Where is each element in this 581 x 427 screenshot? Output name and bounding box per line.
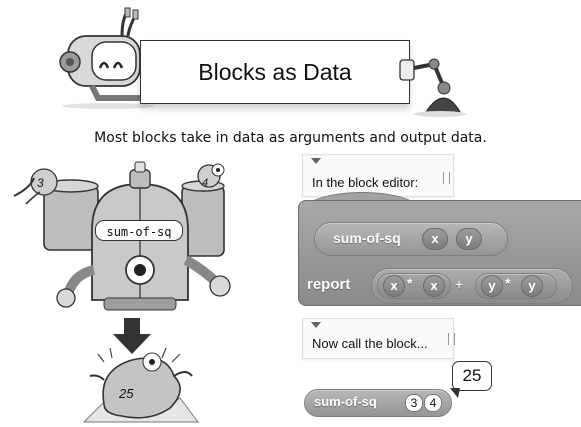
- param-x[interactable]: x: [422, 228, 448, 250]
- down-arrow-icon: [113, 318, 151, 354]
- collapse-triangle-icon[interactable]: [311, 322, 321, 328]
- machine-input-a: 3: [37, 176, 44, 190]
- arg-input-2[interactable]: 4: [424, 394, 442, 412]
- resize-handle-icon[interactable]: [443, 172, 450, 184]
- call-block-comment[interactable]: Now call the block...: [302, 318, 455, 359]
- call-block-name: sum-of-sq: [314, 394, 377, 409]
- result-bubble-tail: [450, 388, 460, 398]
- var-y-left[interactable]: y: [481, 275, 503, 297]
- page-title: Blocks as Data: [198, 58, 352, 85]
- prototype-name: sum-of-sq: [333, 230, 401, 246]
- multiply-operator: *: [407, 275, 413, 291]
- block-editor-comment[interactable]: In the block editor:: [302, 154, 454, 197]
- comment-text: Now call the block...: [312, 336, 428, 351]
- blob-monster-icon: [82, 347, 199, 423]
- title-banner: Blocks as Data: [140, 40, 410, 104]
- comment-text: In the block editor:: [312, 175, 419, 190]
- arg-input-1[interactable]: 3: [405, 394, 423, 412]
- report-label: report: [307, 276, 351, 293]
- param-y[interactable]: y: [456, 228, 482, 250]
- resize-handle-icon[interactable]: [448, 333, 455, 345]
- var-x-right[interactable]: x: [423, 275, 445, 297]
- machine-label-plate: sum-of-sq: [95, 220, 183, 241]
- var-y-right[interactable]: y: [521, 275, 543, 297]
- machine-output: 25: [119, 386, 134, 401]
- var-x-left[interactable]: x: [383, 275, 405, 297]
- machine-input-b: 4: [202, 177, 209, 189]
- subtitle: Most blocks take in data as arguments an…: [94, 130, 487, 146]
- plus-operator: +: [455, 276, 464, 292]
- monster-machine-icon: [13, 161, 231, 311]
- multiply-operator-2: *: [505, 275, 511, 291]
- robot-head-icon: [59, 7, 154, 109]
- robot-arm-icon: [399, 58, 466, 117]
- collapse-triangle-icon[interactable]: [311, 158, 321, 164]
- result-bubble: 25: [452, 361, 492, 391]
- machine-label: sum-of-sq: [106, 225, 172, 239]
